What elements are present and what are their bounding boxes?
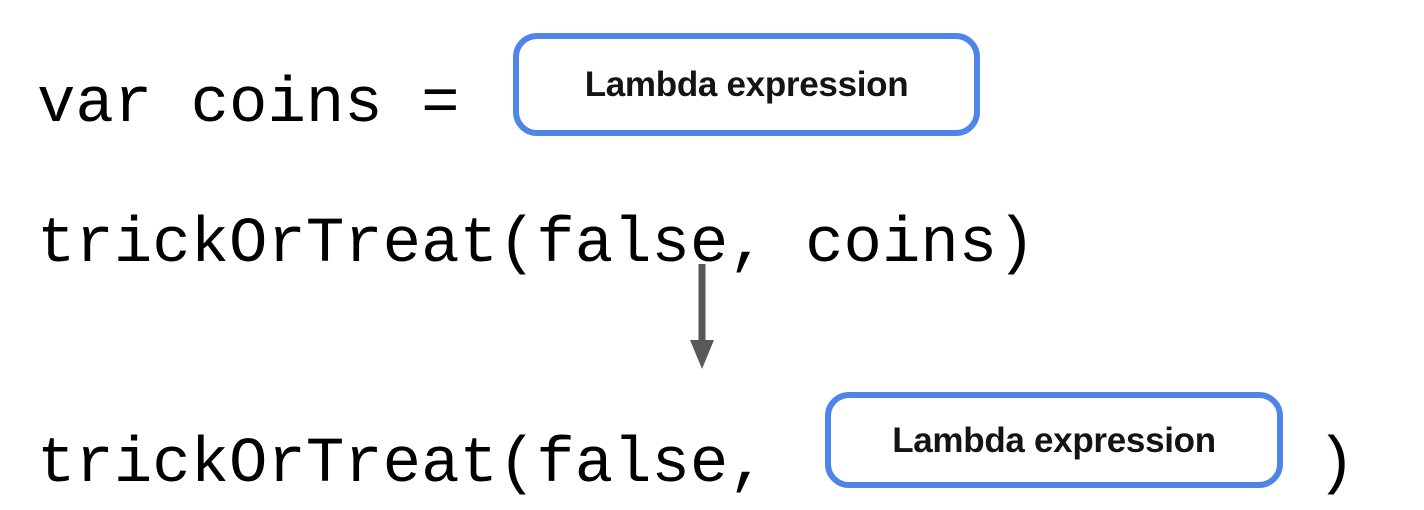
lambda-expression-box-inline[interactable]: Lambda expression <box>825 392 1283 488</box>
arrow-head <box>690 340 714 369</box>
arrow-down-icon <box>690 264 714 369</box>
code-line-trickortreat-coins: trickOrTreat(false, coins) <box>37 209 1036 281</box>
lambda-expression-box-label: Lambda expression <box>584 65 909 104</box>
code-line-var-coins: var coins = <box>37 69 498 141</box>
code-line-trickortreat-prefix: trickOrTreat(false, <box>37 429 806 501</box>
code-line-trickortreat-suffix: ) <box>1317 429 1356 501</box>
lambda-expression-box-assigned[interactable]: Lambda expression <box>513 33 980 136</box>
lambda-expression-box-label: Lambda expression <box>892 420 1216 460</box>
